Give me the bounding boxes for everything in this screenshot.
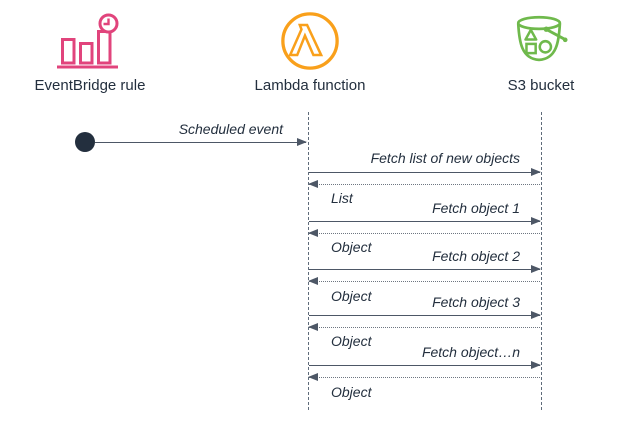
arrowhead-left-icon [308,373,318,381]
actor-label: Lambda function [254,77,366,94]
request-arrow [309,217,541,225]
s3-lifeline [541,112,542,410]
lambda-function-icon [281,12,339,70]
message-label-response: Object [331,288,372,304]
start-event-dot [75,132,95,152]
eventbridge-icon-box [56,8,124,74]
arrowhead-left-icon [308,323,318,331]
request-arrow [309,265,541,273]
actor-s3: S3 bucket [456,8,626,95]
response-arrow [308,373,540,381]
message-label-response: Object [331,239,372,255]
message-label-scheduled-event: Scheduled event [178,121,283,137]
message-label-request: Fetch object…n [421,344,520,360]
request-arrow [309,361,541,369]
actor-lambda: Lambda function [225,8,395,95]
response-arrow [308,180,540,188]
arrowhead-left-icon [308,277,318,285]
arrowhead-left-icon [308,229,318,237]
arrowhead-right-icon [297,138,307,146]
actor-label: S3 bucket [507,77,575,94]
arrowhead-right-icon [531,361,541,369]
message-label-request: Fetch object 2 [432,248,520,264]
eventbridge-rule-icon [57,13,119,69]
message-label-request: Fetch object 1 [432,200,520,216]
arrowhead-left-icon [308,180,318,188]
s3-bucket-icon [516,15,568,62]
arrowhead-right-icon [531,217,541,225]
message-label-response: Object [331,333,372,349]
message-label-request: Fetch list of new objects [370,150,520,166]
message-label-response: Object [331,384,372,400]
s3-icon-box [510,8,572,74]
response-arrow [308,323,540,331]
request-arrow [309,311,541,319]
arrowhead-right-icon [531,311,541,319]
response-arrow [308,277,540,285]
lambda-icon-box [279,8,341,74]
actor-label: EventBridge rule [34,77,146,94]
arrowhead-right-icon [531,265,541,273]
message-label-response: List [331,190,353,206]
arrowhead-right-icon [531,168,541,176]
message-label-request: Fetch object 3 [432,294,520,310]
scheduled-event-arrow [95,138,307,146]
lambda-lifeline [308,112,309,410]
request-arrow [309,168,541,176]
actor-eventbridge: EventBridge rule [5,8,175,95]
response-arrow [308,229,540,237]
